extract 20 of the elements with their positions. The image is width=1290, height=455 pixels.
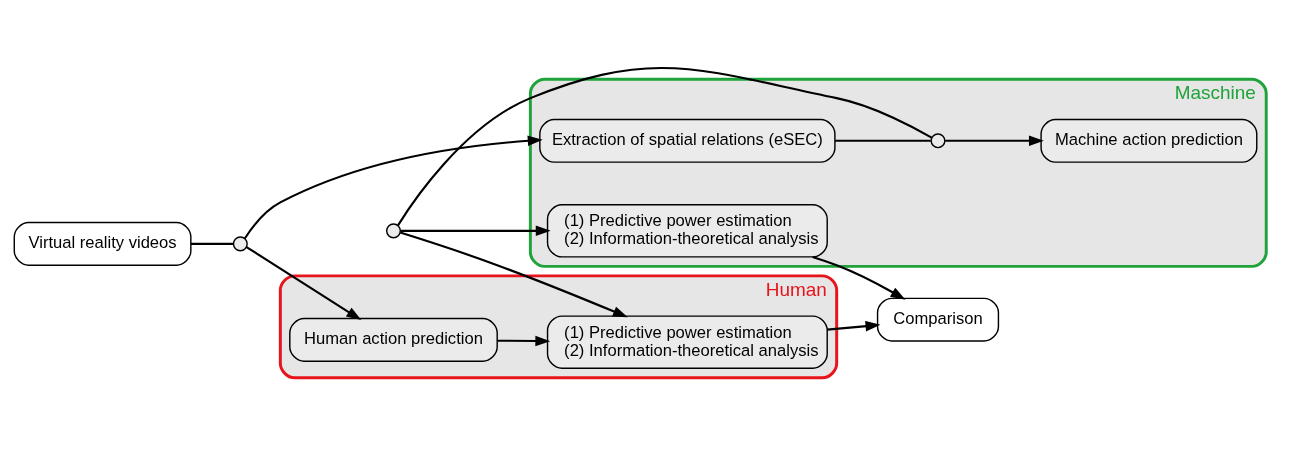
arrow (399, 231, 628, 318)
node-circle (232, 236, 248, 252)
arrow (245, 246, 362, 321)
node-box: Human action prediction (289, 317, 498, 362)
arrow (243, 135, 543, 240)
node-box: Machine action prediction (1040, 118, 1258, 163)
arrow (400, 225, 551, 237)
node-box: Virtual reality videos (13, 221, 192, 266)
node-box: (1) Predictive power estimation (2) Information-theoretical analysis (546, 204, 828, 258)
arrow (945, 135, 1044, 147)
node-box: Comparison (876, 297, 1000, 342)
connector (397, 67, 933, 226)
arrow (497, 335, 551, 347)
node-box: Extraction of spatial relations (eSEC) (539, 118, 836, 163)
node-box: (1) Predictive power estimation (2) Information-theoretical analysis (546, 315, 828, 369)
node-circle (930, 133, 946, 149)
connector (191, 242, 234, 245)
connector (835, 139, 931, 142)
arrow (827, 320, 881, 332)
node-circle (385, 223, 402, 239)
